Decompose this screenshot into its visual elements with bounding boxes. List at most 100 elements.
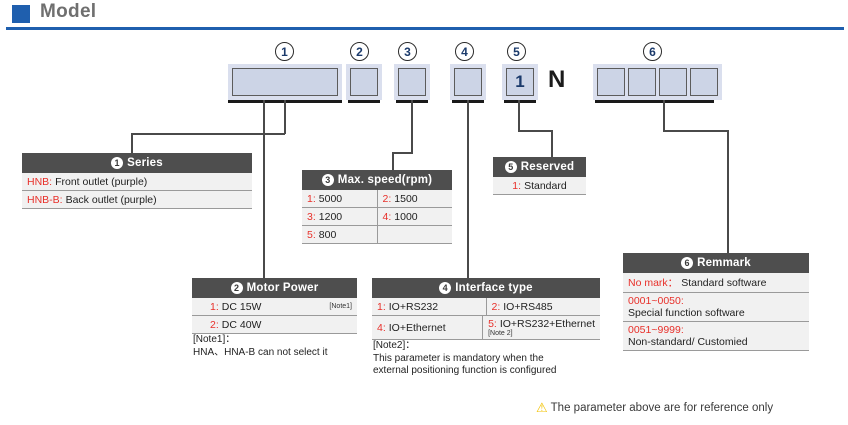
remmark-row-2: 0051~9999: Non-standard/ Customied xyxy=(623,322,809,350)
remmark-key-0: No mark： xyxy=(628,277,679,289)
footer-disclaimer-text: The parameter above are for reference on… xyxy=(550,402,774,414)
interface-value-2: IO+Ethernet xyxy=(388,321,446,334)
motor-power-value-0: DC 15W xyxy=(221,300,262,313)
code-slot-6-underline xyxy=(595,100,714,103)
callout-marker-1: 1 xyxy=(275,42,294,61)
table-max-speed-title: Max. speed(rpm) xyxy=(337,174,433,186)
interface-value-3: IO+RS232+Ethernet xyxy=(499,318,595,330)
code-slot-6-box-4 xyxy=(690,68,718,96)
connector-5-seg-h xyxy=(518,130,553,132)
table-series-number: 1 xyxy=(111,157,124,169)
code-slot-5-box: 1 xyxy=(506,68,534,96)
code-slot-2-box xyxy=(350,68,378,96)
interface-line-3: 5:IO+RS232+Ethernet xyxy=(488,318,595,330)
max-speed-key-2: 3: xyxy=(307,210,316,223)
max-speed-cell-0: 1: 5000 xyxy=(302,190,378,207)
table-reserved: 5 Reserved 1: Standard xyxy=(493,157,586,195)
table-row: 1: DC 15W [Note1] xyxy=(192,298,357,316)
table-interface-type-title: Interface type xyxy=(455,282,533,294)
series-row-1: HNB-B: Back outlet (purple) xyxy=(22,191,252,208)
code-slot-6-box-2 xyxy=(628,68,656,96)
interface-key-1: 2: xyxy=(491,300,501,313)
motor-power-key-1: 2: xyxy=(210,318,219,331)
table-reserved-number: 5 xyxy=(504,161,517,173)
code-slot-1 xyxy=(228,64,342,100)
remmark-key-2: 0051~9999: xyxy=(628,324,684,336)
connector-1-seg-h xyxy=(131,133,285,135)
connector-3-seg-h xyxy=(392,152,413,154)
table-row: HNB-B: Back outlet (purple) xyxy=(22,191,252,209)
remmark-value-1: Special function software xyxy=(628,307,745,319)
connector-4-seg-v1 xyxy=(467,100,469,278)
interface-note-body-2: external positioning function is configu… xyxy=(373,365,557,376)
table-interface-type-header: 4 Interface type xyxy=(372,278,600,298)
code-slot-6-box-3 xyxy=(659,68,687,96)
page-header: Model xyxy=(0,0,848,30)
interface-note-ref-3: [Note 2] xyxy=(488,330,513,337)
code-slot-3 xyxy=(394,64,430,100)
table-reserved-header: 5 Reserved xyxy=(493,157,586,177)
connector-5-seg-v2 xyxy=(551,130,553,158)
reserved-value-0: Standard xyxy=(524,179,567,192)
connector-2-seg-v1 xyxy=(263,100,265,278)
motor-power-note-head: [Note1]： xyxy=(193,334,236,345)
interface-key-3: 5: xyxy=(488,318,497,330)
code-slot-4-box xyxy=(454,68,482,96)
table-motor-power-header: 2 Motor Power xyxy=(192,278,357,298)
motor-power-note: [Note1]： HNA、HNA-B can not select it xyxy=(193,334,368,359)
footer-disclaimer: ⚠ The parameter above are for reference … xyxy=(536,400,773,416)
motor-power-value-1: DC 40W xyxy=(221,318,262,331)
connector-1-seg-v1 xyxy=(284,100,286,134)
table-remmark-title: Remmark xyxy=(697,257,751,269)
table-series-header: 1 Series xyxy=(22,153,252,173)
table-row: 3: 1200 4: 1000 xyxy=(302,208,452,226)
table-motor-power: 2 Motor Power 1: DC 15W [Note1] 2: DC 40… xyxy=(192,278,357,334)
table-row: No mark： Standard software xyxy=(623,273,809,293)
interface-type-note: [Note2]： This parameter is mandatory whe… xyxy=(373,340,618,378)
code-slot-3-box xyxy=(398,68,426,96)
connector-6-seg-v1 xyxy=(663,100,665,131)
max-speed-cell-3: 4: 1000 xyxy=(378,208,453,225)
table-motor-power-title: Motor Power xyxy=(246,282,319,294)
code-slot-1-box xyxy=(232,68,338,96)
table-row: 0051~9999: Non-standard/ Customied xyxy=(623,322,809,351)
code-slot-4 xyxy=(450,64,486,100)
interface-cell-3: 5:IO+RS232+Ethernet [Note 2] xyxy=(483,316,600,339)
table-interface-type: 4 Interface type 1: IO+RS232 2: IO+RS485… xyxy=(372,278,600,340)
table-row: 4: IO+Ethernet 5:IO+RS232+Ethernet [Note… xyxy=(372,316,600,340)
callout-marker-3: 3 xyxy=(398,42,417,61)
header-divider xyxy=(6,27,844,30)
interface-cell-0: 1: IO+RS232 xyxy=(372,298,487,315)
interface-key-2: 4: xyxy=(377,321,386,334)
table-row: 1: Standard xyxy=(493,177,586,195)
remmark-value-0: Standard software xyxy=(681,276,767,289)
callout-marker-4: 4 xyxy=(455,42,474,61)
warning-triangle-icon: ⚠ xyxy=(536,400,548,415)
table-row: HNB: Front outlet (purple) xyxy=(22,173,252,191)
code-slot-5-underline xyxy=(504,100,536,103)
max-speed-value-0: 5000 xyxy=(318,192,343,205)
interface-note-head: [Note2]： xyxy=(373,340,416,351)
remmark-value-2: Non-standard/ Customied xyxy=(628,336,748,348)
header-marker-square xyxy=(12,5,30,23)
motor-power-note-body: HNA、HNA-B can not select it xyxy=(193,346,328,358)
table-max-speed-number: 3 xyxy=(321,174,334,186)
remmark-row-1: 0001~0050: Special function software xyxy=(623,293,809,321)
table-series: 1 Series HNB: Front outlet (purple) HNB-… xyxy=(22,153,252,209)
max-speed-value-1: 1500 xyxy=(394,192,418,205)
connector-6-seg-h xyxy=(663,130,729,132)
table-row: 1: IO+RS232 2: IO+RS485 xyxy=(372,298,600,316)
table-row: 5: 800 xyxy=(302,226,452,244)
table-interface-type-number: 4 xyxy=(439,282,452,294)
motor-power-row-1: 2: DC 40W xyxy=(192,316,357,333)
table-motor-power-number: 2 xyxy=(230,282,243,294)
code-slot-2-underline xyxy=(348,100,380,103)
max-speed-cell-1: 2: 1500 xyxy=(378,190,453,207)
table-remmark-number: 6 xyxy=(681,257,694,269)
interface-cell-2: 4: IO+Ethernet xyxy=(372,316,484,339)
max-speed-value-3: 1000 xyxy=(394,210,418,223)
interface-note-body-1: This parameter is mandatory when the xyxy=(373,352,544,364)
motor-power-row-0: 1: DC 15W [Note1] xyxy=(192,298,357,315)
max-speed-cell-4: 5: 800 xyxy=(302,226,378,243)
